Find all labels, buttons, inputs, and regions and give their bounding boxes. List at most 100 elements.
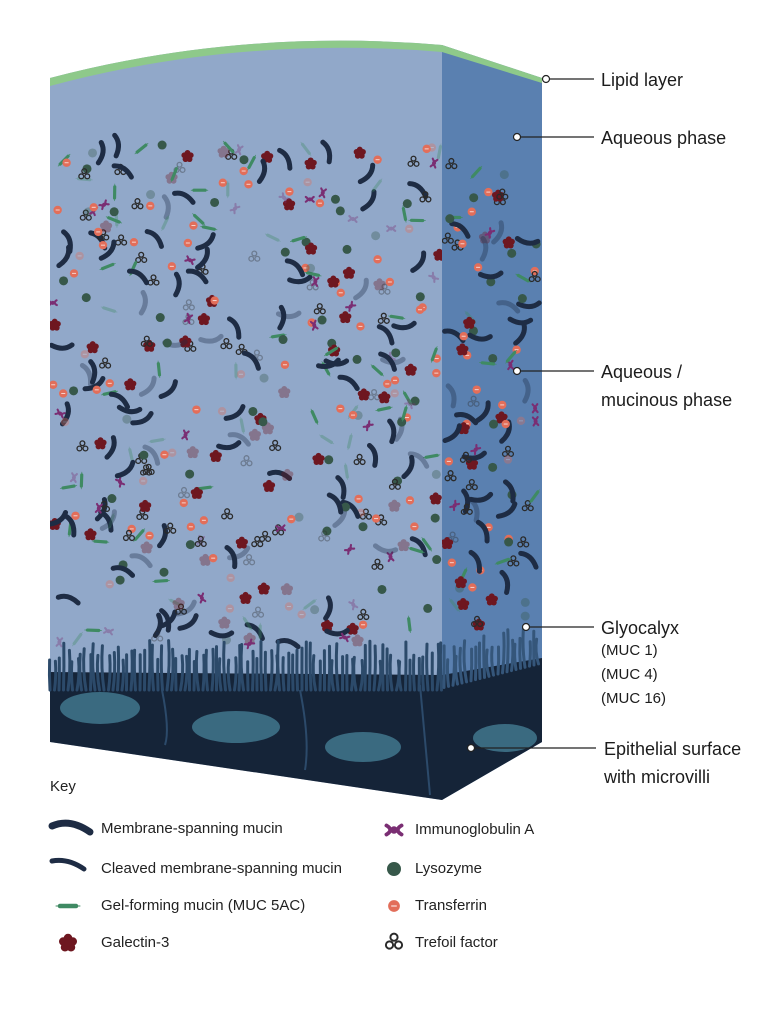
mucin-particle [432,369,440,377]
mucin-particle [479,362,496,364]
mucin-particle [318,316,327,325]
microvillus [224,642,226,690]
microvillus [134,650,135,690]
microvillus [253,651,254,690]
mucin-particle [377,585,386,594]
mucin-particle [391,389,399,397]
microvillus [530,642,531,666]
aqueous-phase-label: Aqueous phase [601,127,726,149]
mucin-particle [391,376,399,384]
microvillus [498,647,499,674]
mucin-particle [146,190,155,199]
membrane-spanning-mucin-icon [52,823,90,832]
mucin-particle [281,248,290,257]
mucin-particle [61,418,69,426]
mucin-particle [488,354,497,363]
microvillus [149,641,150,690]
microvillus [437,644,439,690]
leader-dot [468,745,475,752]
mucin-particle [81,350,89,358]
mucin-particle [237,370,245,378]
mucin-particle [49,300,57,305]
key-transferrin: Transferrin [415,896,487,916]
mucin-particle [504,538,513,547]
transferrin-icon [388,900,400,912]
microvillus [336,644,338,690]
mucin-particle [431,514,440,523]
muc1-label: (MUC 1) [601,641,658,661]
mucin-particle [226,604,234,612]
mucin-particle [303,178,311,186]
mucin-particle [371,231,380,240]
mucin-particle [405,225,413,233]
mucin-particle [373,155,381,163]
microvillus [283,658,284,690]
microvillus [503,633,505,673]
microvillus [492,647,494,675]
mucin-particle [408,616,410,633]
leader-dot [514,368,521,375]
microvillus [206,650,208,690]
mucin-particle [163,339,172,348]
mucin-particle [239,167,247,175]
mucin-particle [93,386,101,394]
mucin-particle [146,202,154,210]
microvillus [203,655,204,690]
mucin-particle [88,148,97,157]
mucin-particle [99,241,107,249]
cell-nucleus [60,692,140,724]
mucin-particle [94,228,102,236]
mucin-particle [359,621,367,629]
mucin-particle [189,221,197,229]
microvillus [68,650,70,690]
mucin-particle [353,355,362,364]
microvillus [55,661,56,690]
mucin-particle [122,415,131,424]
mucin-particle [354,495,362,503]
mucin-particle [57,638,63,646]
mucin-particle [158,361,160,378]
mucin-particle [184,239,192,247]
mucin-particle [410,522,418,530]
mucin-particle [488,463,497,472]
mucin-particle [281,361,289,369]
microvillus [370,641,371,690]
microvillus [440,643,441,690]
mucin-particle [159,568,168,577]
mucin-particle [343,245,352,254]
muc4-label: (MUC 4) [601,665,658,685]
microvillus [471,649,472,681]
microvillus [310,643,311,690]
mucin-particle [504,455,512,463]
mucin-particle [316,199,324,207]
microvillus [49,660,50,690]
mucin-particle [153,580,170,581]
microvillus [427,644,428,690]
key-membrane-spanning-mucin: Membrane-spanning mucin [101,819,283,839]
microvillus [228,660,230,690]
mucin-particle [502,420,510,428]
mucin-particle [521,612,530,621]
mucin-particle [116,576,125,585]
microvillus [261,642,262,691]
mucin-particle [445,214,454,223]
microvillus [122,660,123,690]
mucin-particle [391,348,400,357]
mucin-particle [239,155,248,164]
microvillus [507,630,508,672]
mucin-particle [468,208,476,216]
mucin-particle [507,249,516,258]
microvillus [423,657,424,690]
epithelial-label-line2: with microvilli [604,766,710,788]
cell-nucleus [325,732,401,762]
cleaved-mucin-icon [52,860,84,869]
mucin-particle [130,238,138,246]
key-immunoglobulin-a: Immunoglobulin A [415,820,534,840]
mucin-particle [168,449,176,457]
mucin-particle [59,389,67,397]
microvillus [113,653,115,691]
mucin-particle [139,477,147,485]
microvillus [80,654,82,690]
microvillus [131,651,132,690]
mucin-particle [210,296,218,304]
